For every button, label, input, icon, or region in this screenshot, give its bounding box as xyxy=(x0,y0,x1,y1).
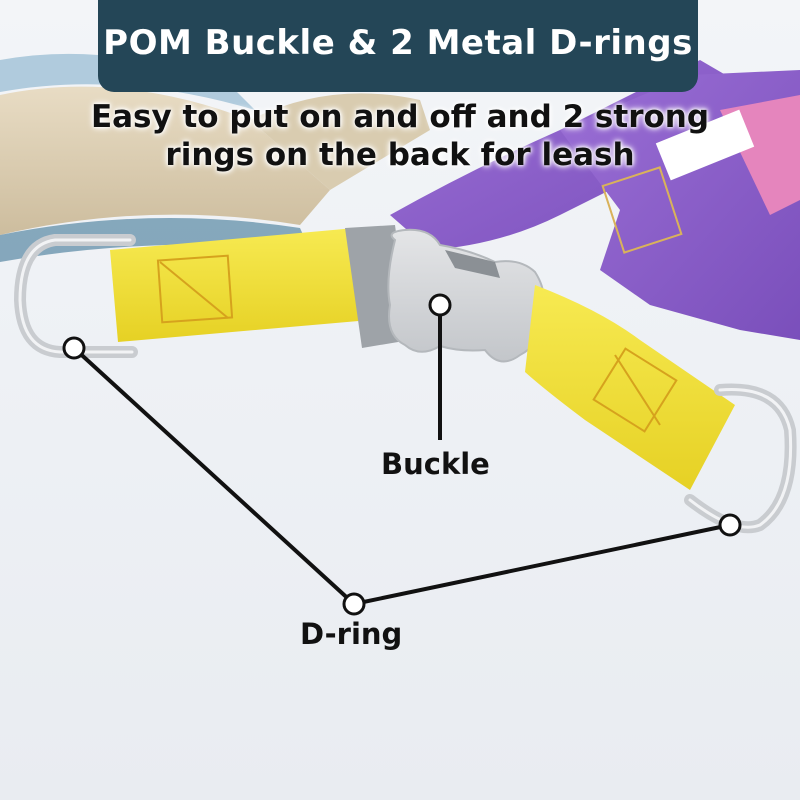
dring-junction-marker xyxy=(342,592,366,616)
subtitle-line: Easy to put on and off and 2 strong xyxy=(90,99,710,135)
subtitle-line: rings on the back for leash xyxy=(165,137,635,173)
yellow-strap-right xyxy=(525,285,735,490)
yellow-strap-left xyxy=(110,228,370,342)
right-ring-marker xyxy=(718,513,742,537)
background-book xyxy=(0,53,430,262)
callout-lines xyxy=(72,305,731,606)
left-ring-marker xyxy=(62,336,86,360)
bone-buckle xyxy=(345,225,545,363)
subtitle: Easy to put on and off and 2 strong ring… xyxy=(40,98,760,174)
purple-harness-strap xyxy=(390,60,800,340)
left-d-ring xyxy=(13,234,138,358)
buckle-label: Buckle xyxy=(381,447,490,481)
title-text: POM Buckle & 2 Metal D-rings xyxy=(103,23,693,63)
dring-label: D-ring xyxy=(300,617,403,651)
buckle-marker xyxy=(428,293,452,317)
title-banner: POM Buckle & 2 Metal D-rings xyxy=(98,0,698,92)
